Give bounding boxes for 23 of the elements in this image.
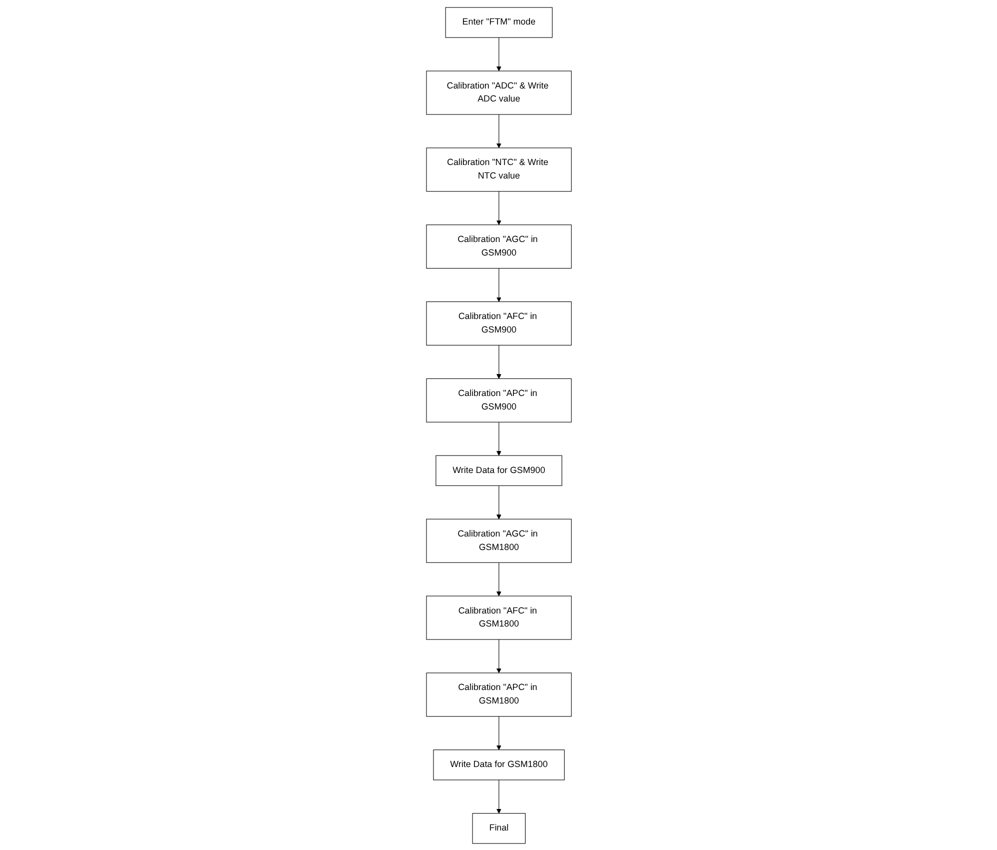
arrow: [496, 268, 501, 302]
arrow: [496, 638, 501, 673]
node-box: Calibration "NTC" & Write NTC value: [426, 147, 572, 192]
node-box: Calibration "ADC" & Write ADC value: [426, 70, 572, 114]
node-box: Write Data for GSM900: [435, 454, 562, 486]
node-box: Calibration "AFC" in GSM1800: [426, 595, 572, 640]
arrow: [496, 36, 501, 71]
node-box: Calibration "APC" in GSM900: [426, 378, 572, 422]
node-box: Write Data for GSM1800: [432, 749, 564, 780]
arrow: [496, 484, 501, 519]
arrow: [496, 190, 501, 225]
node-box: Final: [472, 812, 526, 844]
arrow: [496, 562, 501, 596]
node-box: Enter "FTM" mode: [444, 6, 552, 38]
arrow: [496, 114, 501, 148]
node-box: Calibration "AGC" in GSM1800: [426, 518, 572, 562]
arrow: [496, 779, 501, 814]
node-box: Calibration "AGC" in GSM900: [426, 224, 572, 268]
node-box: Calibration "APC" in GSM1800: [426, 672, 572, 716]
arrow: [496, 344, 501, 378]
arrow: [496, 716, 501, 750]
arrow: [496, 421, 501, 456]
node-box: Calibration "AFC" in GSM900: [426, 301, 572, 346]
